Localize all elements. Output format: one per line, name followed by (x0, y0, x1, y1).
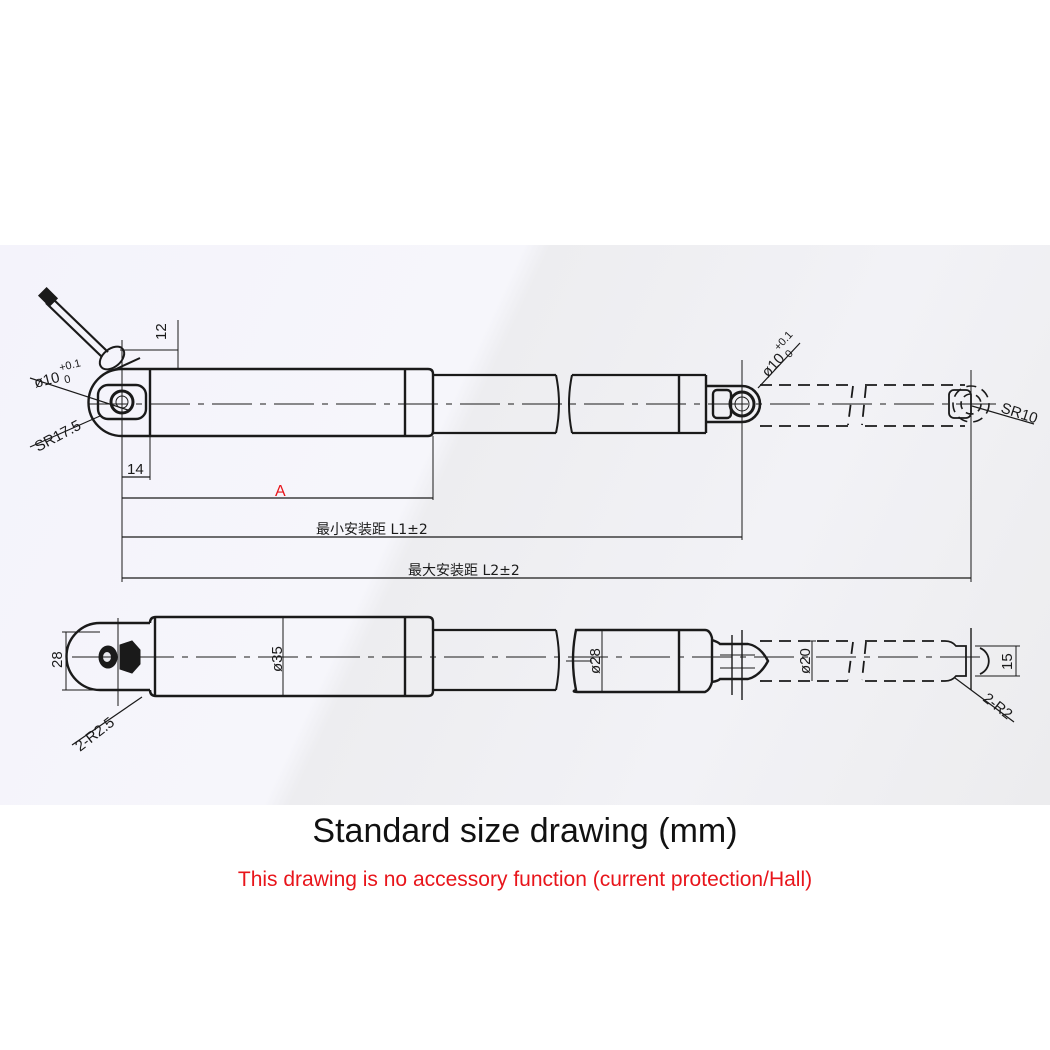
dim-sr17-5: SR17.5 (32, 417, 84, 456)
dim-rear-hole: ø10 (32, 369, 61, 392)
nut-icon (119, 640, 141, 674)
max-install-distance-label: 最大安装距 L2±2 (408, 563, 520, 579)
dim-front-hole-tol-upper: +0.1 (772, 329, 795, 353)
dim-front-hole: ø10 (758, 350, 788, 381)
dim-2-r2-5: 2-R2.5 (72, 714, 118, 755)
dim-2-r2: 2-R2 (980, 690, 1016, 723)
drawing-title: Standard size drawing (mm) (312, 812, 738, 850)
dim-rod-diameter: ø20 (797, 648, 814, 674)
dim-rear-hole-tol-lower: 0 (63, 373, 72, 386)
technical-drawing: 12 ø10 +0.1 0 SR17.5 14 A ø10 +0.1 0 SR1… (29, 286, 1040, 755)
dim-28: 28 (49, 651, 66, 668)
min-install-distance-label: 最小安装距 L1±2 (316, 522, 428, 538)
dim-15: 15 (999, 653, 1016, 670)
cable-icon (37, 286, 141, 371)
dim-tube-diameter: ø28 (587, 648, 604, 674)
top-view (29, 286, 1035, 582)
dim-sr10: SR10 (999, 400, 1040, 428)
side-view (62, 615, 1020, 746)
drawing-panel: 12 ø10 +0.1 0 SR17.5 14 A ø10 +0.1 0 SR1… (0, 245, 1050, 805)
dim-12: 12 (153, 323, 170, 340)
drawing-note: This drawing is no accessory function (c… (237, 868, 813, 891)
dim-a-label: A (275, 483, 286, 500)
dim-rear-hole-tol-upper: +0.1 (58, 357, 82, 374)
dim-body-diameter: ø35 (269, 646, 286, 672)
dim-14: 14 (127, 461, 144, 478)
